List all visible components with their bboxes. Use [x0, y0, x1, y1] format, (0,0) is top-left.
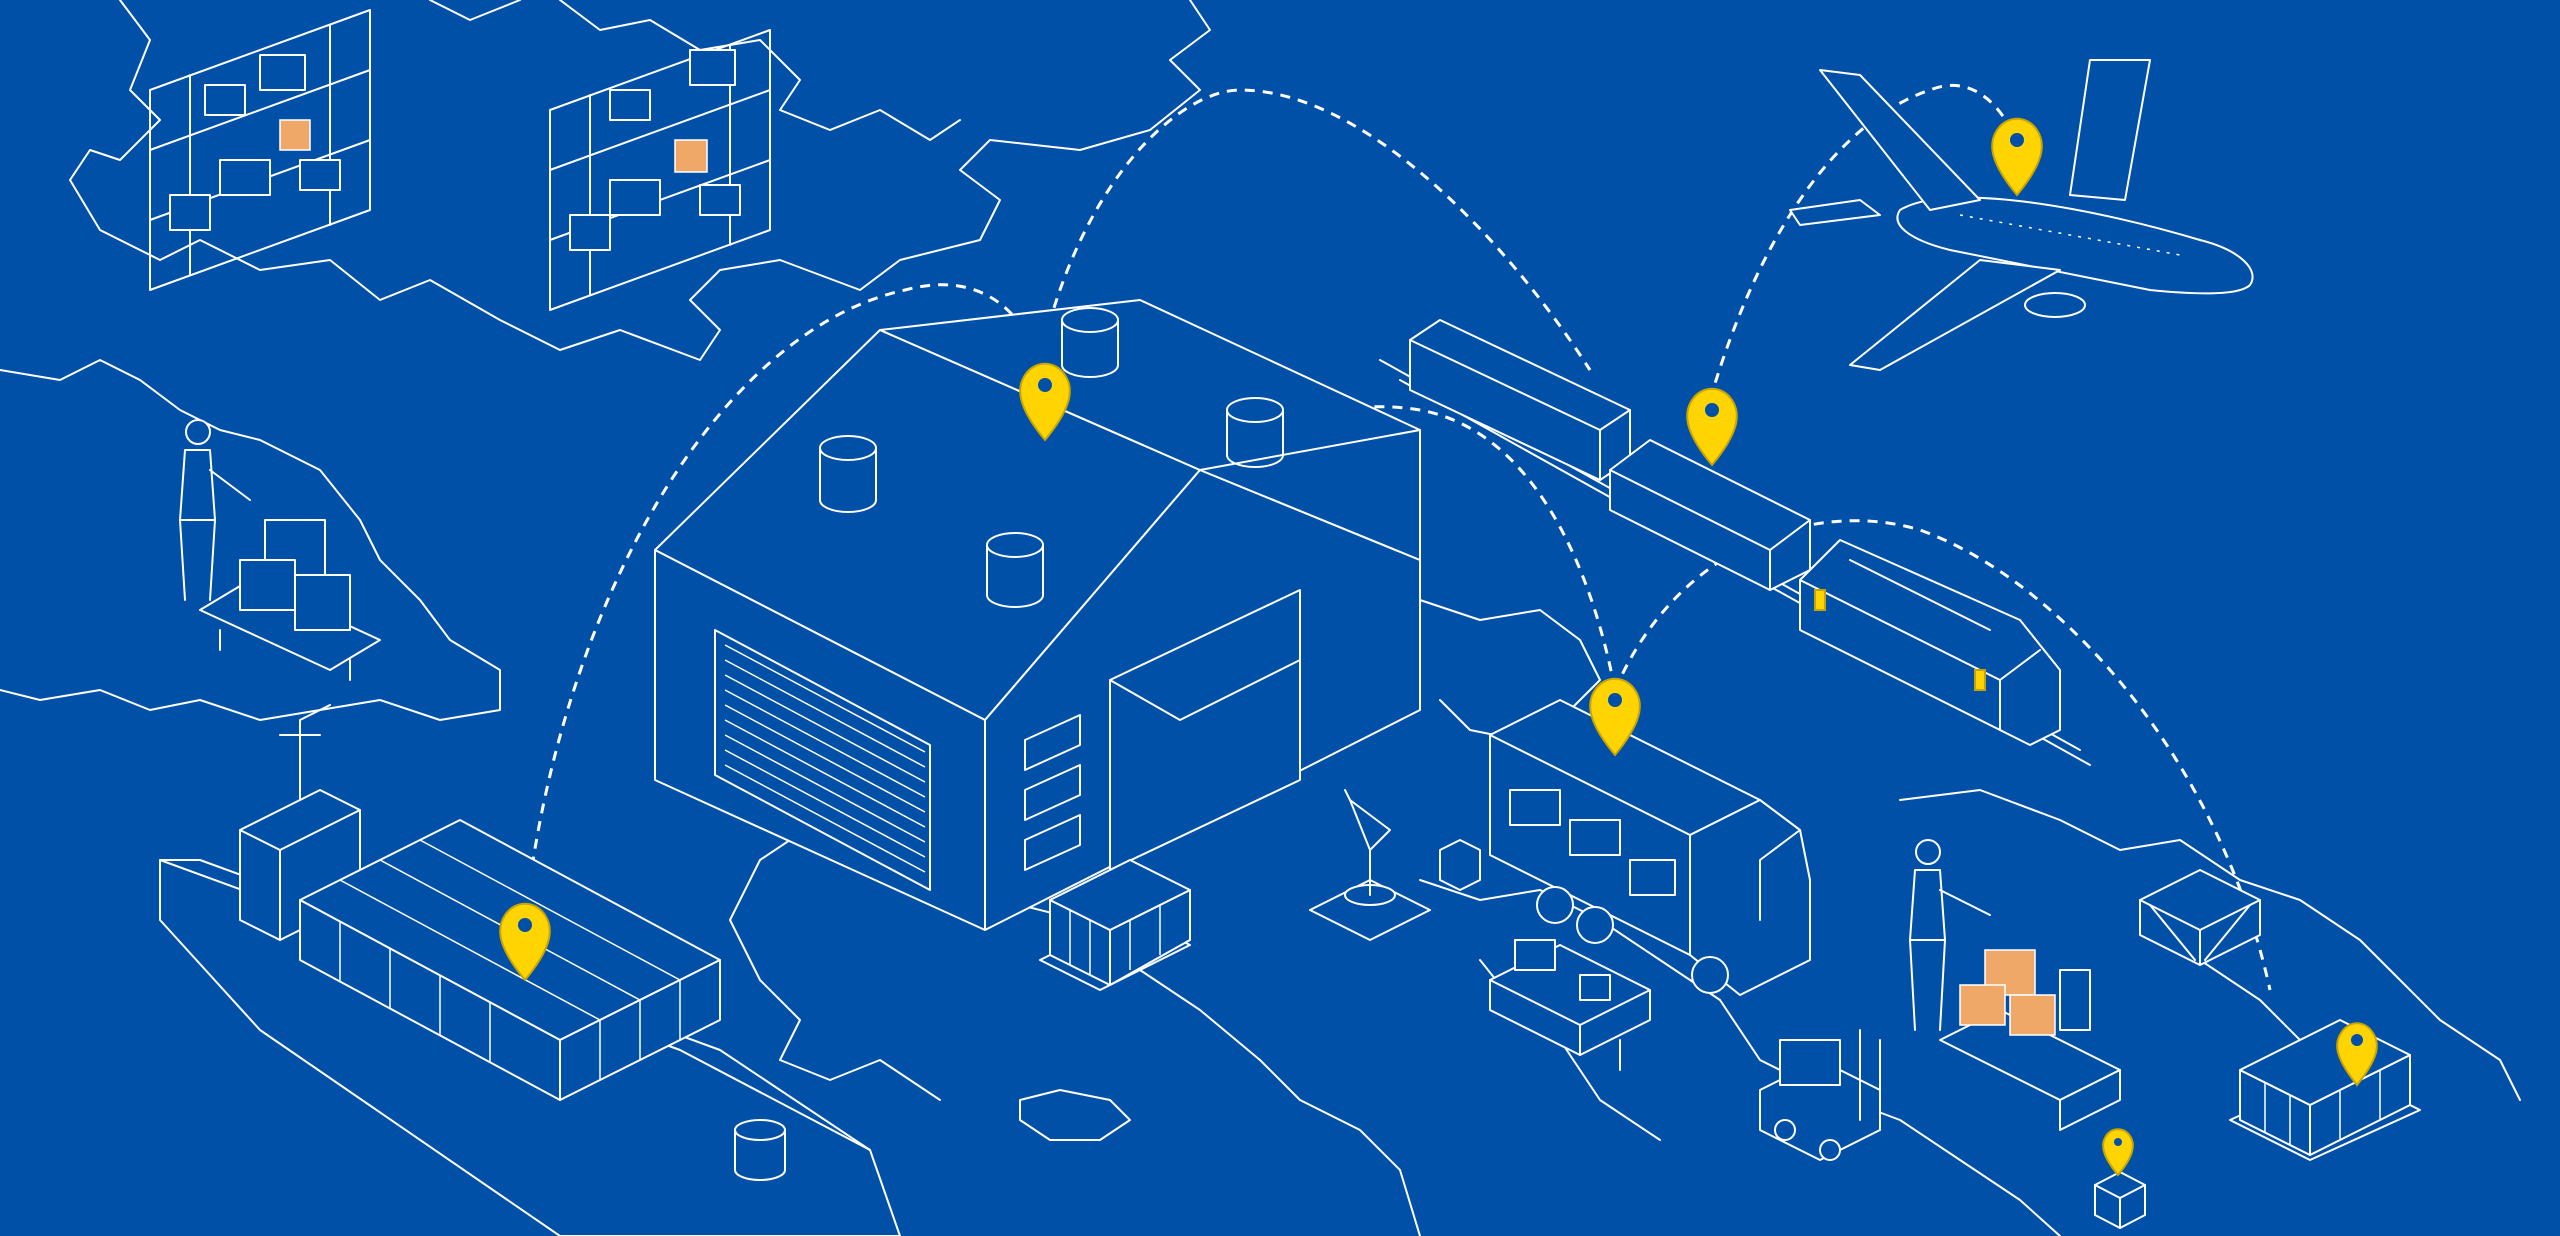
delivery-truck — [1489, 699, 1811, 996]
pallet-of-boxes-right — [2229, 1019, 2421, 1161]
pallet-of-boxes-center — [1039, 859, 1191, 991]
cargo-ship — [159, 704, 901, 1236]
location-pin-icon — [1991, 117, 2043, 197]
hand-truck-worker-left — [179, 419, 381, 681]
route-truck-east — [1613, 519, 2272, 991]
map-central — [1419, 599, 1601, 741]
airplane — [1789, 59, 2254, 371]
locomotive — [1799, 539, 2061, 746]
map-continent-north — [69, 0, 1211, 361]
warehouse-building — [654, 299, 1421, 931]
location-pin-icon — [1589, 677, 1641, 757]
map-west-coast — [0, 359, 501, 721]
location-pin-icon — [2102, 1128, 2134, 1177]
location-pins — [499, 117, 2378, 1177]
location-pin-icon — [1686, 387, 1738, 467]
conveyor-belt — [1489, 939, 1651, 1071]
roof-vents — [819, 307, 1284, 608]
robotic-arm — [1309, 789, 1481, 941]
loading-bay — [1109, 589, 1301, 871]
hand-truck-worker-right — [1909, 839, 2121, 1131]
storage-shelf-left — [149, 9, 371, 291]
forklift — [1759, 1029, 1881, 1161]
map-island — [1019, 1089, 1131, 1141]
train-car-1 — [1409, 319, 1631, 481]
route-warehouse-train — [1038, 88, 1592, 371]
freight-train — [1379, 319, 2091, 766]
route-ship-warehouse — [523, 283, 1042, 921]
location-pin-icon — [1019, 362, 1071, 442]
location-pin-icon — [2336, 1022, 2378, 1087]
warehouse-windows — [1024, 714, 1081, 871]
roll-up-door — [714, 629, 931, 891]
map-europe — [429, 0, 961, 141]
wooden-crate — [2139, 869, 2261, 966]
route-warehouse-truck — [928, 405, 1617, 791]
storage-shelf-right — [549, 29, 771, 311]
truck-cargo — [1509, 789, 1676, 896]
small-package — [2094, 1171, 2146, 1229]
location-pin-icon — [499, 902, 551, 982]
